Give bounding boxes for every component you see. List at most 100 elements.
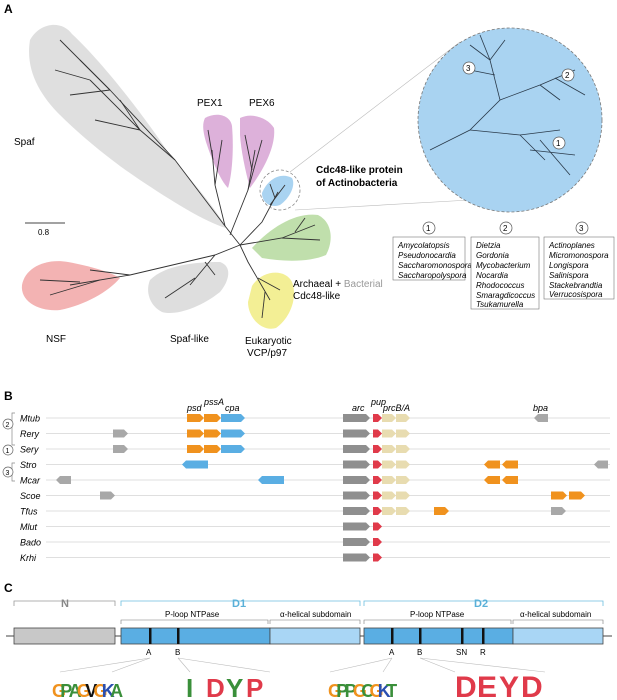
archaeal-clade-shading [252, 214, 331, 261]
d1-label: D1 [232, 598, 246, 610]
clade-label-pex6: PEX6 [249, 98, 275, 109]
ploop1-label: P-loop NTPase [165, 610, 220, 619]
organism-label: Krhi [20, 553, 37, 563]
organism-label: Mcar [20, 476, 41, 486]
logo-connectors [59, 657, 546, 673]
motif-marker-d2-b [419, 628, 422, 644]
d2-label: D2 [474, 598, 488, 610]
logo-letter: P [345, 681, 357, 700]
bracket-marker-2-label: 2 [6, 422, 10, 429]
gene-label-psd: psd [186, 403, 203, 413]
gene-arrow [343, 491, 370, 500]
clade-label-nsf: NSF [46, 334, 66, 345]
gene-label-arc: arc [352, 403, 365, 413]
group-2-num: 2 [503, 224, 508, 233]
logo-letter: Y [499, 671, 519, 700]
gene-arrow [373, 429, 382, 438]
gene-arrow [343, 553, 370, 562]
motif-label: R [480, 648, 486, 657]
motif-label: A [389, 648, 395, 657]
genus-label: Nocardia [476, 271, 509, 280]
gene-arrow [187, 445, 204, 453]
scale-bar-label: 0.8 [38, 228, 50, 237]
d1-ploop-block [120, 627, 271, 645]
genus-label: Rhodococcus [476, 281, 524, 290]
gene-arrow [343, 460, 370, 469]
gene-arrow [343, 414, 370, 422]
genus-label: Mycobacterium [476, 261, 531, 270]
gene-arrow [373, 491, 382, 500]
gene-arrow [382, 491, 396, 500]
gene-arrow [343, 445, 370, 453]
zoom-line-bottom [294, 199, 471, 211]
n-label: N [61, 598, 69, 610]
logo-letter: K [102, 681, 115, 700]
pex6-clade-shading [240, 115, 275, 188]
logo-letter: I [186, 673, 193, 700]
gene-arrow [221, 445, 245, 453]
gene-arrow [204, 429, 221, 438]
gene-arrow [382, 445, 396, 453]
gene-arrow [396, 476, 410, 484]
zoom-circle [417, 27, 603, 213]
logo-letter: D [455, 671, 477, 700]
genus-label: Smaragdicoccus [476, 291, 535, 300]
clade-label-actino-2: of Actinobacteria [316, 178, 398, 189]
pex1-clade-shading [203, 114, 233, 188]
zoom-marker-3-label: 3 [466, 64, 471, 73]
genus-label: Stackebrandtia [549, 281, 603, 290]
gene-arrow [373, 522, 382, 531]
bracket-marker-2 [2, 418, 14, 430]
gene-arrow [100, 491, 115, 500]
gene-arrow [187, 429, 204, 438]
motif-marker-d2-a [391, 628, 394, 644]
clade-label-spaf: Spaf [14, 137, 35, 148]
panel-label-c: C [4, 581, 13, 595]
organism-label: Bado [20, 538, 41, 548]
gene-arrow [343, 538, 370, 546]
d2-helical-block [512, 627, 604, 645]
gene-arrow [187, 414, 204, 422]
gene-arrow [382, 507, 396, 515]
spaf-clade-shading [29, 24, 226, 228]
logo-letter: G [94, 681, 108, 700]
d1-helical-block [269, 627, 361, 645]
zoom-marker-3 [462, 61, 476, 75]
gene-label-pssA: pssA [203, 397, 224, 407]
gene-arrow [484, 460, 500, 469]
genus-label: Actinoplanes [548, 241, 595, 250]
group-bracket [11, 412, 15, 446]
gene-arrow [382, 476, 396, 484]
motif-label: B [417, 648, 422, 657]
genus-label: Tsukamurella [476, 300, 524, 309]
n-bracket [13, 600, 116, 606]
motif-marker-d2-r [482, 628, 485, 644]
gene-arrow [534, 414, 548, 422]
genus-label: Micromonospora [549, 251, 609, 260]
genus-label: Saccharomonospora [398, 261, 472, 270]
organism-label: Mlut [20, 522, 38, 532]
clade-label-pex1: PEX1 [197, 98, 223, 109]
gene-arrow [221, 429, 245, 438]
n-domain-block [13, 627, 116, 645]
helical2-label: α-helical subdomain [520, 610, 591, 619]
logo-letter: G [370, 681, 384, 700]
logo-letter: D [521, 671, 543, 700]
gene-arrow [396, 414, 410, 422]
logo-letter: G [52, 681, 66, 700]
motif-marker-d2-sn [461, 628, 464, 644]
gene-arrow [343, 429, 370, 438]
gene-arrow [221, 414, 245, 422]
gene-arrow [373, 460, 382, 469]
genus-label: Pseudonocardia [398, 251, 456, 260]
gene-arrow [373, 476, 382, 484]
actino-clade-shading [262, 175, 294, 206]
gene-arrow [343, 522, 370, 531]
gene-arrow [373, 553, 382, 562]
logo-letter: G [328, 681, 342, 700]
logo-letter: A [110, 681, 123, 700]
zoom-marker-1 [552, 136, 566, 150]
zoom-marker-2-label: 2 [565, 71, 570, 80]
genus-label: Verrucosispora [549, 290, 603, 299]
bracket-marker-3-label: 3 [6, 470, 10, 477]
